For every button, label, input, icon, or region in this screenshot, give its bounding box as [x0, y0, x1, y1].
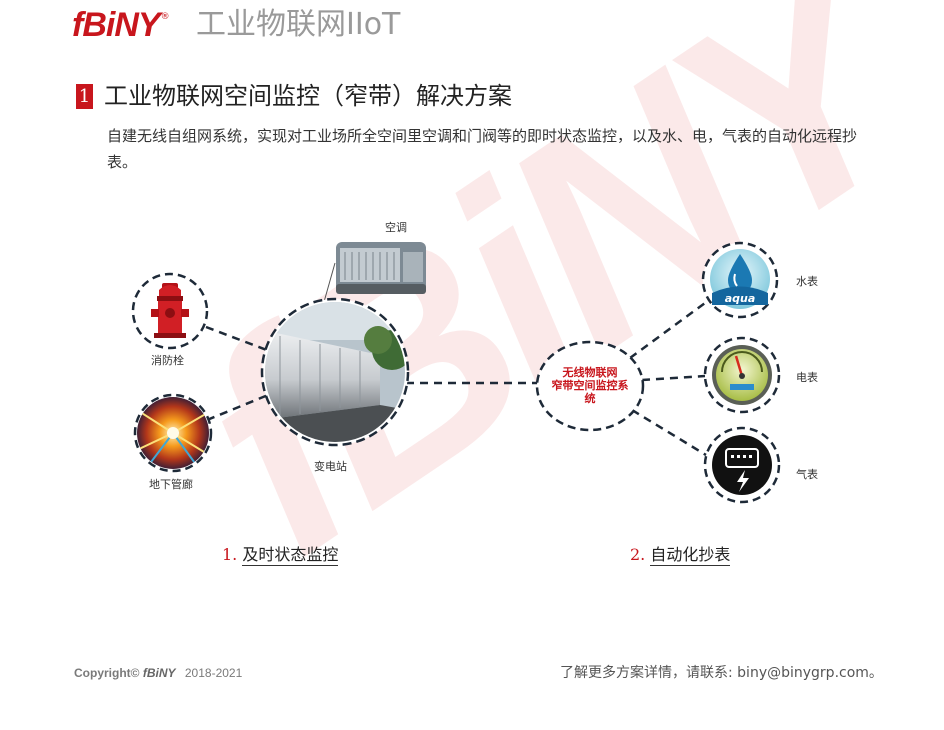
electric-meter-node	[703, 336, 781, 414]
contact-email-link[interactable]: biny@binygrp.com	[737, 665, 869, 681]
logo-text: fBiNY	[72, 6, 161, 44]
page-title: 工业物联网IIoT	[196, 7, 401, 42]
contact-info: 了解更多方案详情，请联系: biny@binygrp.com。	[560, 662, 883, 682]
fire-hydrant-icon	[151, 283, 189, 338]
section-number-badge: 1	[76, 84, 93, 109]
contact-suffix: 。	[868, 665, 883, 681]
copyright-years: 2018-2021	[184, 666, 243, 680]
fire-hydrant-node	[131, 272, 209, 350]
section-title: 工业物联网空间监控（窄带）解决方案	[104, 82, 512, 110]
footer-brand: fBiNY	[142, 666, 176, 680]
section-description: 自建无线自组网系统，实现对工业场所全空间里空调和门阀等的即时状态监控，以及水、电…	[107, 127, 858, 171]
caption-auto-meter-reading: 2. 自动化抄表	[630, 541, 731, 566]
aqua-logo-text: aqua	[724, 292, 756, 305]
air-conditioner-node	[336, 242, 426, 294]
connector-system-electric	[641, 374, 706, 382]
label-fire-hydrant: 消防栓	[151, 354, 184, 367]
tunnel-icon	[137, 397, 209, 469]
electric-meter-icon	[712, 345, 772, 405]
copyright-prefix: Copyright©	[74, 666, 140, 680]
system-label-line2: 窄带空间监控系	[551, 379, 629, 392]
contact-prefix: 了解更多方案详情，请联系:	[560, 665, 738, 681]
gas-meter-icon	[712, 435, 772, 495]
system-label-line3: 统	[584, 392, 596, 405]
label-underground-tunnel: 地下管廊	[149, 478, 193, 491]
caption-left-text: 及时状态监控	[242, 545, 339, 566]
gas-meter-node	[703, 426, 781, 504]
connector-tunnel-substation	[206, 393, 269, 422]
water-drop-icon	[710, 249, 770, 309]
connector-hydrant-substation	[205, 325, 273, 354]
connector-system-water	[629, 301, 706, 360]
system-node-label: 无线物联网 窄带空间监控系 统	[537, 366, 643, 405]
substation-node	[260, 297, 410, 447]
connector-system-gas	[631, 408, 707, 457]
registered-mark: ®	[160, 12, 170, 22]
caption-status-monitoring: 1. 及时状态监控	[222, 541, 339, 566]
copyright-notice: Copyright© fBiNY 2018-2021	[74, 666, 242, 680]
label-electric-meter: 电表	[796, 371, 818, 384]
label-air-conditioner: 空调	[385, 221, 407, 234]
connector-lines	[205, 301, 707, 457]
label-gas-meter: 气表	[796, 468, 818, 481]
tunnel-node	[133, 393, 213, 473]
water-meter-node	[701, 241, 779, 319]
system-node	[535, 340, 645, 432]
label-water-meter: 水表	[796, 275, 818, 288]
caption-right-number: 2.	[630, 545, 646, 564]
label-substation: 变电站	[314, 460, 347, 473]
caption-left-number: 1.	[222, 545, 238, 564]
system-label-line1: 无线物联网	[562, 366, 618, 379]
air-conditioner-icon	[344, 252, 395, 280]
brand-logo[interactable]: fBiNY ®	[72, 6, 170, 44]
caption-right-text: 自动化抄表	[650, 545, 731, 566]
